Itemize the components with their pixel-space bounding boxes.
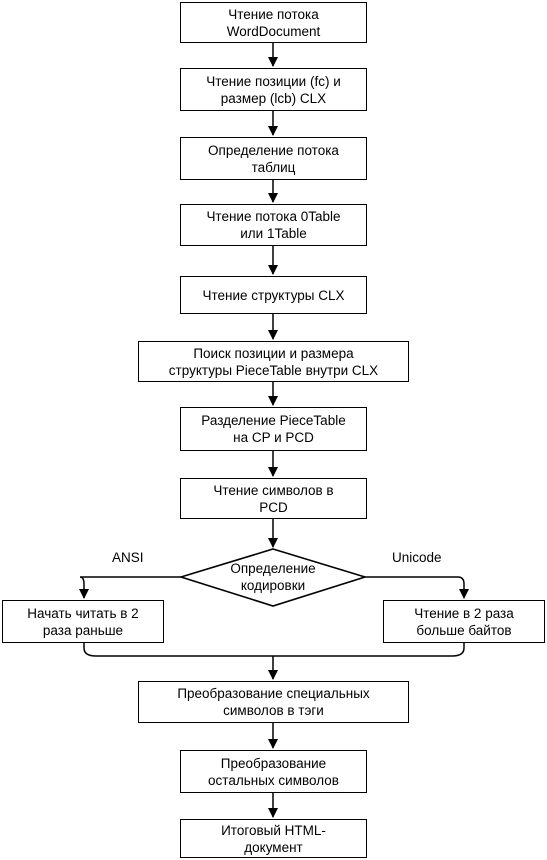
step-read-clx: Чтение структуры CLX bbox=[180, 276, 367, 314]
arrow-ansi bbox=[79, 576, 181, 599]
arrow-unicode bbox=[365, 576, 469, 599]
step-result: Итоговый HTML-документ bbox=[180, 819, 367, 858]
merge-right bbox=[273, 643, 465, 657]
branch-label-ansi: ANSI bbox=[112, 550, 144, 565]
branch-label-unicode: Unicode bbox=[392, 550, 442, 565]
merge-left bbox=[83, 643, 273, 657]
decision-diamond bbox=[178, 548, 368, 607]
